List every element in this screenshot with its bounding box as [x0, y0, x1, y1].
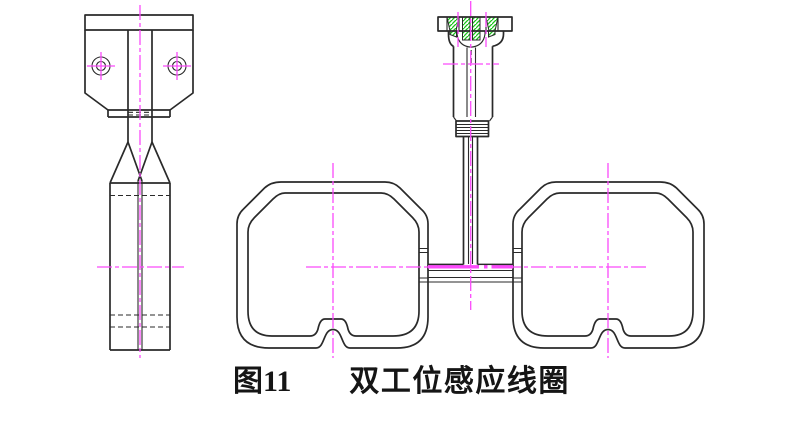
- mount-shoulder: [447, 31, 505, 48]
- mount-body: [452, 46, 494, 117]
- side-bracket-body: [84, 30, 194, 111]
- ribbed-connector: [455, 120, 490, 138]
- side-funnel: [109, 141, 171, 184]
- centerlines: [87, 1, 649, 358]
- lead-tube: [462, 136, 479, 265]
- figure-title: 双工位感应线圈: [349, 365, 570, 398]
- figure-label: 图11: [233, 365, 292, 398]
- figure-caption: 图11 双工位感应线圈: [233, 356, 570, 400]
- front-view-mount: [437, 16, 513, 265]
- clamp-plate: [437, 16, 513, 32]
- side-flange: [107, 109, 171, 118]
- side-lead-column: [127, 30, 153, 142]
- side-top-plate: [84, 14, 194, 31]
